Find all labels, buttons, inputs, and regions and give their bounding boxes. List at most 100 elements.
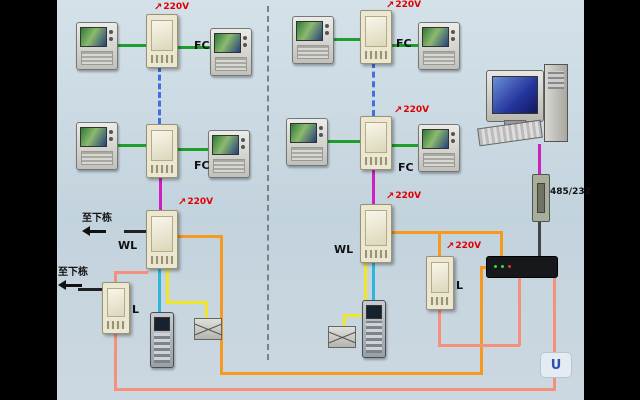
monitor-buttons bbox=[241, 138, 245, 142]
wire-magenta bbox=[372, 168, 375, 204]
monitor-speaker bbox=[81, 51, 113, 65]
door-keypad-station bbox=[150, 312, 174, 368]
monitor-buttons bbox=[243, 36, 247, 40]
monitor-speaker bbox=[297, 45, 329, 59]
power-arrow-icon: ↗ bbox=[394, 105, 403, 116]
fc-label: FC bbox=[194, 39, 210, 52]
door-keypad-station bbox=[362, 300, 386, 358]
controller-hub bbox=[486, 256, 558, 278]
monitor-buttons bbox=[109, 30, 113, 34]
wire-orange bbox=[500, 231, 503, 260]
wire-green bbox=[390, 144, 418, 147]
indoor-monitor bbox=[210, 28, 252, 76]
monitor-screen bbox=[290, 123, 317, 143]
wire-black bbox=[124, 230, 146, 233]
power-label-text: 220V bbox=[187, 197, 214, 207]
monitor-speaker bbox=[213, 159, 245, 173]
line-unit bbox=[426, 256, 454, 310]
monitor-screen bbox=[80, 127, 107, 147]
power-label: ↗ 220V bbox=[178, 198, 213, 208]
wire-salmon bbox=[438, 344, 520, 347]
indoor-monitor bbox=[286, 118, 328, 166]
power-label: ↗ 220V bbox=[154, 3, 189, 13]
monitor-screen bbox=[422, 27, 449, 47]
power-arrow-icon: ↗ bbox=[446, 241, 455, 252]
section-divider bbox=[267, 6, 269, 360]
floor-controller-unit bbox=[360, 116, 392, 170]
wall-unit bbox=[146, 210, 178, 269]
wire-yellow bbox=[166, 301, 207, 304]
wire-orange bbox=[438, 231, 441, 256]
monitor-buttons bbox=[451, 30, 455, 34]
wire-green bbox=[176, 148, 208, 151]
junction-box bbox=[328, 326, 356, 348]
monitor-buttons bbox=[325, 24, 329, 28]
brand-logo: U bbox=[540, 352, 572, 378]
monitor-screen bbox=[214, 33, 241, 53]
wire-blue-dashed bbox=[158, 66, 161, 124]
computer-monitor bbox=[486, 70, 544, 122]
monitor-speaker bbox=[423, 51, 455, 65]
power-label: ↗ 220V bbox=[386, 192, 421, 202]
wire-orange bbox=[176, 235, 222, 238]
power-arrow-icon: ↗ bbox=[386, 0, 395, 11]
indoor-monitor bbox=[76, 122, 118, 170]
wire-green bbox=[116, 44, 146, 47]
monitor-screen bbox=[422, 129, 449, 149]
indoor-monitor bbox=[418, 22, 460, 70]
wire-orange bbox=[390, 231, 502, 234]
wire-green bbox=[332, 38, 360, 41]
to-next-building-text: 至下栋 bbox=[82, 213, 112, 224]
power-label-text: 220V bbox=[395, 0, 422, 10]
left-arrow-icon bbox=[58, 280, 88, 290]
wire-black bbox=[78, 288, 102, 291]
monitor-speaker bbox=[291, 147, 323, 161]
wire-cyan bbox=[372, 261, 375, 300]
power-label-text: 220V bbox=[403, 105, 430, 115]
indoor-monitor bbox=[76, 22, 118, 70]
wire-orange bbox=[220, 235, 223, 375]
wire-blue-dashed bbox=[372, 62, 375, 116]
to-next-building-label: 至下栋 bbox=[82, 214, 112, 236]
left-arrow-icon bbox=[82, 226, 112, 236]
wire-green bbox=[176, 46, 210, 49]
wire-yellow bbox=[205, 301, 208, 318]
to-next-building-label: 至下栋 bbox=[58, 268, 88, 290]
converter-label: 485/232 bbox=[550, 187, 591, 197]
monitor-speaker bbox=[81, 151, 113, 165]
wire-salmon bbox=[553, 270, 556, 390]
wire-grey bbox=[538, 220, 541, 256]
monitor-buttons bbox=[319, 126, 323, 130]
indoor-monitor bbox=[208, 130, 250, 178]
indoor-monitor bbox=[292, 16, 334, 64]
wire-green bbox=[390, 44, 418, 47]
power-arrow-icon: ↗ bbox=[386, 191, 395, 202]
wire-salmon bbox=[438, 308, 441, 346]
computer-screen bbox=[492, 76, 538, 114]
power-label: ↗ 220V bbox=[386, 1, 421, 11]
wire-magenta bbox=[538, 144, 541, 174]
wl-label: WL bbox=[334, 243, 354, 256]
power-label: ↗ 220V bbox=[394, 106, 429, 116]
monitor-speaker bbox=[423, 153, 455, 167]
line-unit bbox=[102, 282, 130, 334]
rs485-232-converter bbox=[532, 174, 550, 222]
power-label-text: 220V bbox=[455, 241, 482, 251]
monitor-buttons bbox=[109, 130, 113, 134]
wire-yellow bbox=[343, 314, 346, 326]
wire-salmon bbox=[114, 271, 148, 274]
power-arrow-icon: ↗ bbox=[178, 197, 187, 208]
wire-salmon bbox=[114, 271, 117, 282]
wire-salmon bbox=[518, 277, 521, 346]
l-label: L bbox=[456, 279, 464, 292]
computer-tower bbox=[544, 64, 568, 142]
floor-controller-unit bbox=[146, 14, 178, 68]
wl-label: WL bbox=[118, 239, 138, 252]
monitor-buttons bbox=[451, 132, 455, 136]
power-label-text: 220V bbox=[163, 2, 190, 12]
diagram-background bbox=[57, 0, 584, 400]
wire-green bbox=[326, 140, 360, 143]
monitor-screen bbox=[80, 27, 107, 47]
wire-salmon bbox=[114, 332, 117, 390]
wall-unit bbox=[360, 204, 392, 263]
